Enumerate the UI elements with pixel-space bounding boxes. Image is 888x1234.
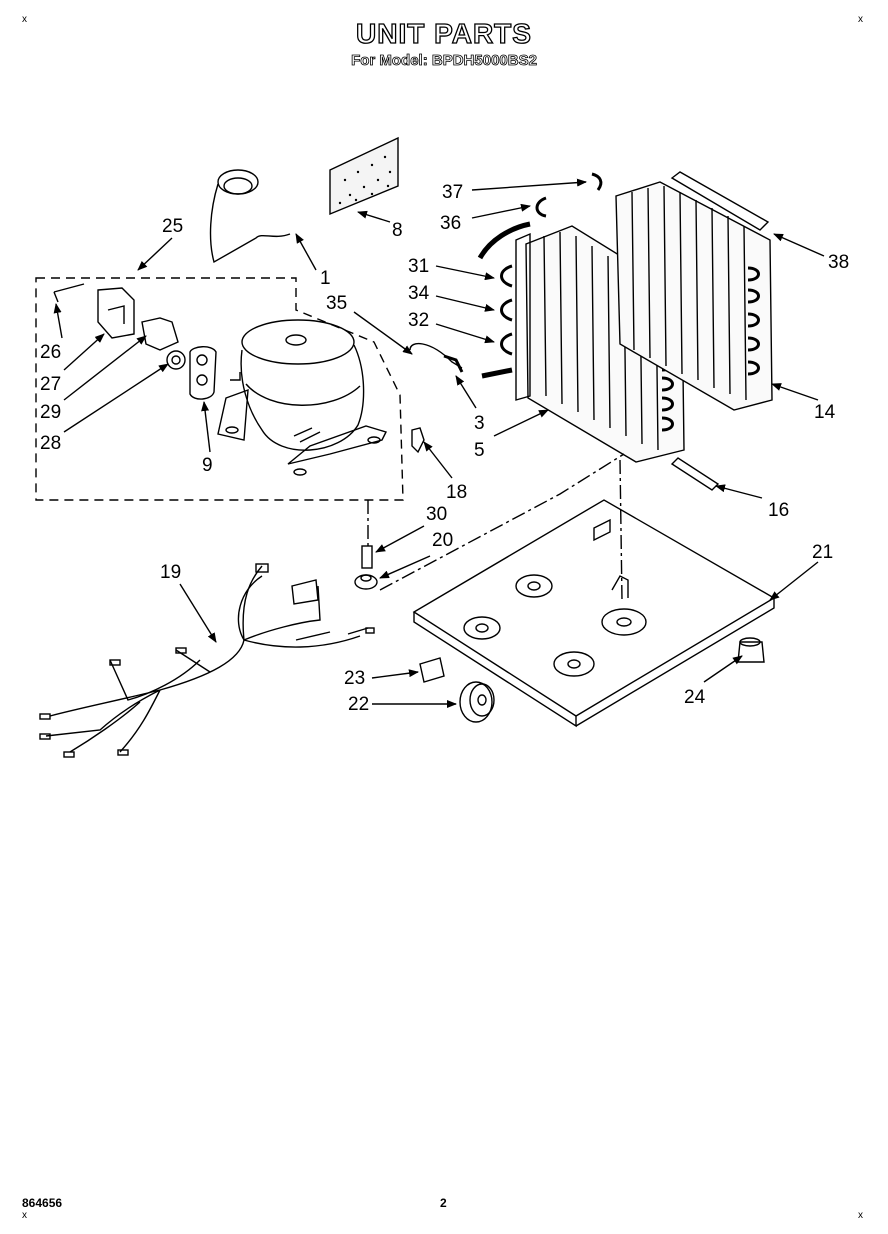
- part-label-31: 31: [408, 256, 429, 277]
- wiring-harness: [39, 563, 375, 758]
- part-label-27: 27: [40, 374, 61, 395]
- clip-37: [591, 172, 603, 191]
- part-label-18: 18: [446, 482, 467, 503]
- part-label-22: 22: [348, 694, 369, 715]
- clip-32: [500, 332, 513, 356]
- part-label-37: 37: [442, 182, 463, 203]
- compressor: [217, 319, 387, 476]
- foot-24: [737, 637, 765, 663]
- part-label-34: 34: [408, 283, 430, 304]
- model-subtitle: For Model: BPDH5000BS2: [351, 52, 538, 70]
- clip-36: [535, 196, 547, 218]
- evaporator-coil: [615, 181, 773, 411]
- compressor-assembly-outline: [35, 277, 404, 501]
- base-pan: [412, 499, 776, 728]
- page-number: 2: [440, 1196, 447, 1210]
- part-label-29: 29: [40, 402, 61, 423]
- part-label-16: 16: [768, 500, 789, 521]
- part-label-35: 35: [326, 293, 347, 314]
- part-label-19: 19: [160, 562, 181, 583]
- page-title: UNIT PARTS: [355, 17, 532, 49]
- clip-34: [500, 298, 513, 322]
- corner-mark-top-right: x: [858, 14, 863, 25]
- part-label-14: 14: [814, 402, 836, 423]
- foam-strip-38: [670, 171, 770, 231]
- part-label-30: 30: [426, 504, 447, 525]
- part-label-38: 38: [828, 252, 849, 273]
- part-label-32: 32: [408, 310, 429, 331]
- document-number: 864656: [22, 1196, 63, 1210]
- wheel-22: [459, 681, 495, 723]
- part-label-8: 8: [392, 220, 403, 241]
- part-label-23: 23: [344, 668, 365, 689]
- caster-23: [419, 657, 445, 683]
- clip-31: [500, 264, 513, 288]
- corner-mark-bottom-left: x: [22, 1210, 27, 1221]
- foam-pad: [329, 136, 399, 216]
- part-label-20: 20: [432, 530, 453, 551]
- screw-18: [411, 427, 425, 454]
- duct-tube: [209, 169, 291, 264]
- part-label-26: 26: [40, 342, 61, 363]
- part-label-36: 36: [440, 213, 461, 234]
- process-tube: [409, 342, 463, 369]
- foam-strip-16: [670, 457, 720, 491]
- part-label-9: 9: [202, 455, 213, 476]
- part-label-21: 21: [812, 542, 833, 563]
- part-label-25: 25: [162, 216, 183, 237]
- part-label-24: 24: [684, 687, 706, 708]
- part-label-5: 5: [474, 440, 485, 461]
- part-label-1: 1: [320, 268, 331, 289]
- tube-fitting: [443, 354, 464, 373]
- grommet-20: [354, 574, 378, 590]
- spacer-30: [361, 545, 373, 569]
- corner-mark-bottom-right: x: [858, 1210, 863, 1221]
- corner-mark-top-left: x: [22, 14, 27, 25]
- part-label-28: 28: [40, 433, 61, 454]
- part-label-3: 3: [474, 413, 485, 434]
- overload-protector-parts: [53, 283, 217, 400]
